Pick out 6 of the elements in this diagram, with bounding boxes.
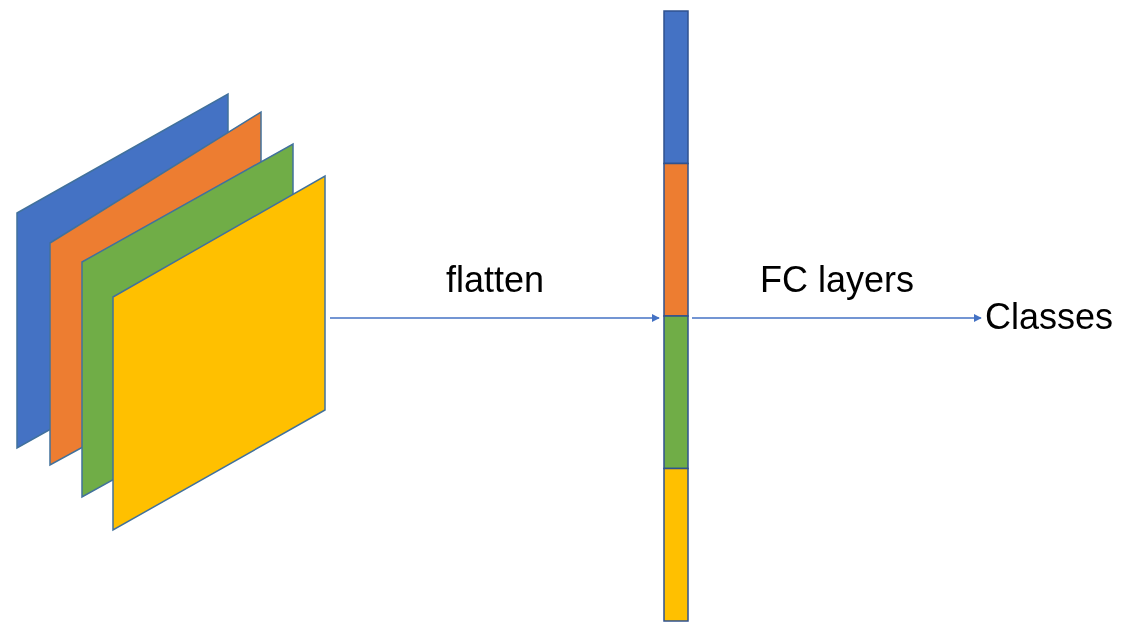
class-label: Classes xyxy=(985,299,1114,335)
edge-label: FC layers xyxy=(760,262,914,298)
arrow xyxy=(691,314,982,322)
flattened-vector-bar xyxy=(663,10,689,622)
arrow xyxy=(329,314,660,322)
feature-map-stack xyxy=(15,92,327,532)
